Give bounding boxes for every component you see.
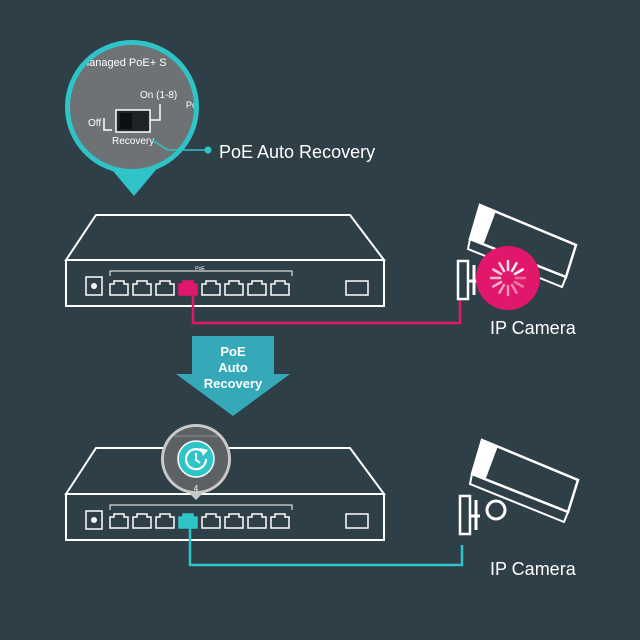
bottom-port-7 <box>247 513 267 529</box>
bottom-camera: IP Camera <box>458 438 580 579</box>
top-port-8 <box>270 280 290 296</box>
bottom-switch-front <box>65 493 385 541</box>
recovery-switch-knob <box>120 113 132 129</box>
bottom-switch <box>64 447 386 541</box>
arrow-text-3: Recovery <box>204 376 263 391</box>
bottom-cable <box>188 528 464 567</box>
spinner-dash <box>498 262 506 273</box>
zoom-po-label: Po <box>186 100 197 110</box>
top-port-1 <box>109 280 129 296</box>
callout-dot <box>204 146 212 154</box>
top-port-7 <box>247 280 267 296</box>
spinner-dash <box>498 283 506 294</box>
port-zoom: 4 <box>161 424 231 500</box>
zoom-product-text: managed PoE+ S <box>80 57 167 69</box>
top-camera: IP Camera <box>456 203 578 338</box>
bottom-port-6 <box>224 513 244 529</box>
top-port-5 <box>201 280 221 296</box>
bottom-port-2 <box>132 513 152 529</box>
recovery-arrow: PoE Auto Recovery <box>176 336 290 416</box>
callout-label: PoE Auto Recovery <box>219 142 375 162</box>
top-port-2 <box>132 280 152 296</box>
callout-line <box>151 139 206 151</box>
bottom-camera-label: IP Camera <box>490 559 577 579</box>
zoom-recovery-label: Recovery <box>112 136 154 147</box>
bottom-port-3 <box>155 513 175 529</box>
spinner-dash <box>510 283 518 294</box>
spinner-dash <box>510 262 518 273</box>
bottom-power-button <box>85 510 103 530</box>
top-port-label: PoE <box>195 266 205 272</box>
bottom-port-5 <box>201 513 221 529</box>
zoom-magnifier: managed PoE+ S On (1-8) Po Off Recovery <box>65 40 199 196</box>
zoom-on-label: On (1-8) <box>140 90 177 101</box>
bottom-sfp-slot <box>345 513 369 529</box>
spinner-dash <box>513 280 524 288</box>
arrow-text-2: Auto <box>218 360 248 375</box>
bottom-port-4 <box>178 513 198 529</box>
spinner-dash <box>492 280 503 288</box>
top-port-6 <box>224 280 244 296</box>
top-switch: PoE <box>64 214 387 307</box>
top-sfp-slot <box>345 280 369 296</box>
spinner-dash <box>492 268 503 276</box>
top-switch-front <box>65 259 385 307</box>
bottom-camera-icon <box>458 438 580 536</box>
port-number: 4 <box>194 484 199 493</box>
arrow-text-1: PoE <box>220 344 246 359</box>
spinner-dash <box>513 268 524 276</box>
restart-icon <box>184 448 208 471</box>
loading-spinner-icon <box>489 259 527 297</box>
fault-status-circle <box>476 246 540 310</box>
top-port-4 <box>178 280 198 296</box>
bottom-port-8 <box>270 513 290 529</box>
top-power-button <box>85 276 103 296</box>
arrow-shape <box>176 336 290 416</box>
top-switch-lid <box>64 214 387 261</box>
zoom-off-label: Off <box>88 118 101 129</box>
top-camera-icon <box>456 203 578 301</box>
top-camera-label: IP Camera <box>490 318 577 338</box>
top-port-3 <box>155 280 175 296</box>
top-cable <box>191 296 462 325</box>
bottom-port-1 <box>109 513 129 529</box>
